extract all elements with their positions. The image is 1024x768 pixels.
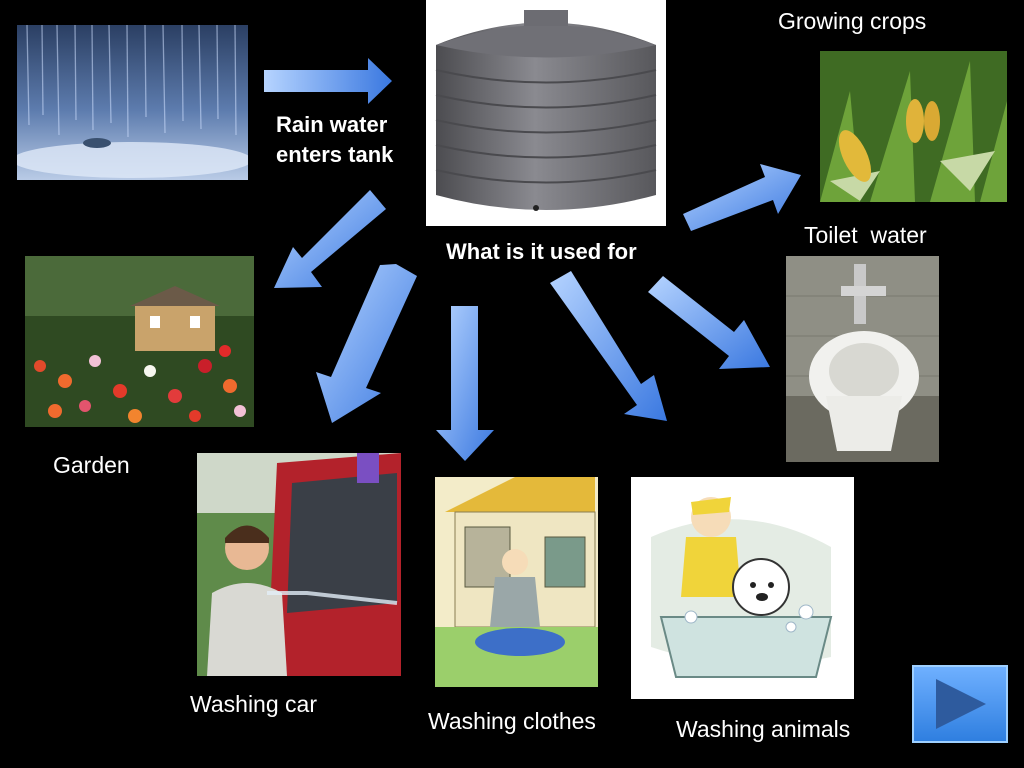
- washing-car-photo: [197, 453, 401, 676]
- next-slide-button[interactable]: [912, 665, 1008, 743]
- arrow-to-clothes: [436, 306, 494, 461]
- garden-label: Garden: [53, 452, 130, 478]
- toilet-photo: [786, 256, 939, 462]
- crops-photo: [820, 51, 1007, 202]
- washing-animals-label: Washing animals: [676, 716, 851, 742]
- rain-photo: [17, 25, 248, 180]
- question-label: What is it used for: [446, 239, 637, 264]
- garden-photo: [25, 256, 254, 427]
- toilet-water-label: Toilet water: [804, 222, 927, 248]
- washing-clothes-illustration: [435, 477, 598, 687]
- water-tank-photo: [426, 0, 666, 226]
- rain-caption: Rain water enters tank: [276, 112, 394, 167]
- washing-animals-illustration: [631, 477, 854, 699]
- washing-clothes-label: Washing clothes: [428, 708, 596, 734]
- arrow-to-animals: [550, 271, 667, 421]
- arrow-rain-to-tank: [264, 58, 392, 104]
- arrow-to-toilet: [648, 276, 770, 369]
- washing-car-label: Washing car: [190, 691, 317, 717]
- play-triangle-icon: [936, 679, 986, 729]
- arrow-to-garden: [274, 190, 386, 288]
- arrow-to-car: [316, 264, 417, 423]
- arrow-to-crops: [683, 164, 801, 231]
- growing-crops-label: Growing crops: [778, 8, 927, 34]
